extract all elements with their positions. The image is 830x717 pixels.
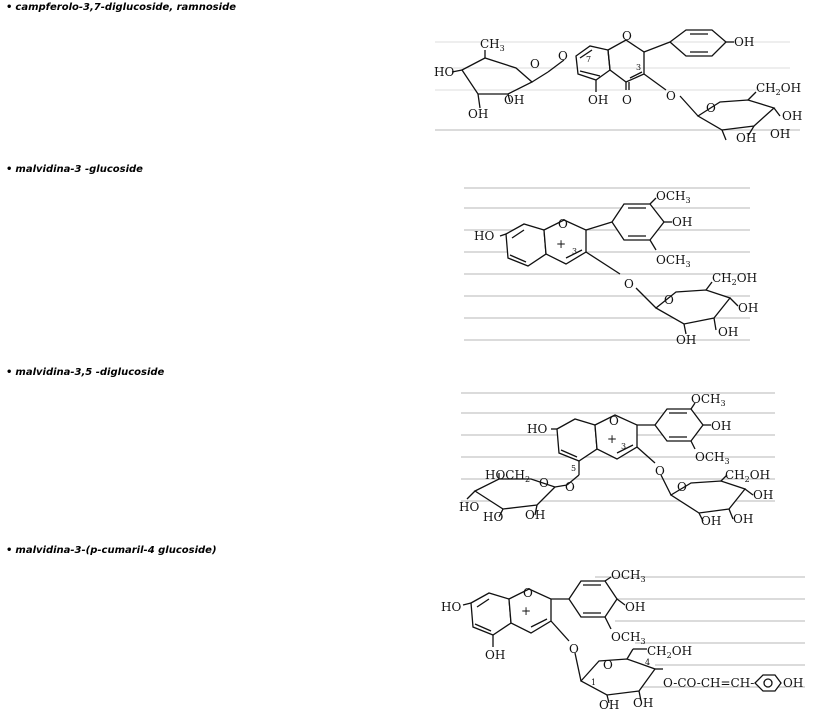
position-3: 3: [572, 247, 577, 256]
pyrylium-oxygen: O: [523, 586, 533, 600]
och3-label: OCH3: [656, 253, 691, 269]
pyran-oxygen: O: [622, 29, 632, 43]
oh-label: OH: [525, 508, 545, 522]
positive-charge: +: [607, 432, 617, 446]
malvidin-3-glucoside-diagram: HO O + 3 OCH3 OH OCH3 O O CH2OH OH OH OH: [464, 187, 758, 347]
label-text: malvidina-3 -glucoside: [15, 164, 143, 175]
malvidin-coumaryl-glucoside-diagram: HO O + OH OCH3 OH OCH3 O O CH2OH 1 4 O-C…: [441, 568, 805, 710]
ester-label: O-CO-CH=CH-: [663, 676, 754, 690]
ring-oxygen: O: [677, 480, 687, 494]
ether-oxygen: O: [558, 49, 568, 63]
structure-image-2: HO O + 3 OCH3 OH OCH3 O O CH2OH OH OH OH: [460, 178, 760, 356]
label-text: malvidina-3,5 -diglucoside: [15, 367, 165, 378]
oh-label: OH: [753, 488, 773, 502]
ether-oxygen: O: [655, 464, 665, 478]
ho-label: HO: [527, 422, 547, 436]
positive-charge: +: [521, 604, 531, 618]
compound-label-3: •malvidina-3,5 -diglucoside: [6, 367, 164, 378]
structure-image-3: HO O + 3 5 OCH3 OH OCH3 O O HOCH2 O HO H…: [455, 385, 785, 530]
compound-label-2: •malvidina-3 -glucoside: [6, 164, 143, 175]
och3-label: OCH3: [691, 392, 726, 408]
ch2oh-label: CH2OH: [647, 644, 692, 660]
ch2oh-label: CH2OH: [725, 468, 770, 484]
oh-label: OH: [738, 301, 758, 315]
pyrylium-oxygen: O: [609, 414, 619, 428]
ring-oxygen: O: [539, 476, 549, 490]
bullet: •: [6, 367, 13, 378]
compound-label-4: •malvidina-3-(p-cumaril-4 glucoside): [6, 545, 217, 556]
oh-label: OH: [588, 93, 608, 107]
pyrylium-oxygen: O: [558, 217, 568, 231]
oh-label: OH: [718, 325, 738, 339]
position-5: 5: [571, 464, 576, 473]
ch3-label: CH3: [480, 37, 505, 53]
hoch2-label: HOCH2: [485, 468, 530, 484]
oh-label: OH: [504, 93, 524, 107]
oh-label: OH: [468, 107, 488, 121]
bullet: •: [6, 2, 13, 13]
ho-label: HO: [434, 65, 454, 79]
ring-oxygen: O: [603, 658, 613, 672]
och3-label: OCH3: [656, 189, 691, 205]
ether-oxygen: O: [666, 89, 676, 103]
ketone-oxygen: O: [622, 93, 632, 107]
oh-label: OH: [711, 419, 731, 433]
label-text: campferolo-3,7-diglucoside, ramnoside: [15, 2, 237, 13]
position-4: 4: [645, 658, 650, 667]
ether-oxygen: O: [565, 480, 575, 494]
compound-label-1: •campferolo-3,7-diglucoside, ramnoside: [6, 2, 236, 13]
ch2oh-label: CH2OH: [756, 81, 801, 97]
malvidin-3-5-diglucoside-diagram: HO O + 3 5 OCH3 OH OCH3 O O HOCH2 O HO H…: [459, 392, 775, 528]
oh-label: OH: [701, 514, 721, 528]
oh-label: OH: [783, 676, 803, 690]
oh-label: OH: [485, 648, 505, 662]
oh-label: OH: [770, 127, 790, 141]
oh-label: OH: [633, 696, 653, 710]
ring-oxygen: O: [530, 57, 540, 71]
positive-charge: +: [556, 237, 566, 251]
ether-oxygen: O: [569, 642, 579, 656]
ether-oxygen: O: [624, 277, 634, 291]
position-3: 3: [636, 63, 641, 72]
ring-oxygen: O: [706, 101, 716, 115]
bullet: •: [6, 164, 13, 175]
oh-label: OH: [625, 600, 645, 614]
oh-label: OH: [782, 109, 802, 123]
och3-label: OCH3: [611, 568, 646, 584]
ho-label: HO: [474, 229, 494, 243]
structure-image-1: HO CH3 OH OH O O 7 O 3 O OH OH O O CH2OH…: [430, 20, 810, 155]
oh-label: OH: [736, 131, 756, 145]
position-1: 1: [591, 678, 596, 687]
ho-label: HO: [483, 510, 503, 524]
structure-image-4: HO O + OH OCH3 OH OCH3 O O CH2OH 1 4 O-C…: [435, 565, 810, 710]
oh-label: OH: [676, 333, 696, 347]
ch2oh-label: CH2OH: [712, 271, 757, 287]
ho-label: HO: [441, 600, 461, 614]
oh-label: OH: [599, 698, 619, 710]
position-3: 3: [621, 442, 626, 451]
bullet: •: [6, 545, 13, 556]
oh-label: OH: [734, 35, 754, 49]
ring-oxygen: O: [664, 293, 674, 307]
label-text: malvidina-3-(p-cumaril-4 glucoside): [15, 545, 217, 556]
position-7: 7: [586, 55, 591, 64]
oh-label: OH: [733, 512, 753, 526]
oh-label: OH: [672, 215, 692, 229]
ho-label: HO: [459, 500, 479, 514]
och3-label: OCH3: [611, 630, 646, 646]
kaempferol-structure-diagram: HO CH3 OH OH O O 7 O 3 O OH OH O O CH2OH…: [434, 29, 802, 145]
och3-label: OCH3: [695, 450, 730, 466]
